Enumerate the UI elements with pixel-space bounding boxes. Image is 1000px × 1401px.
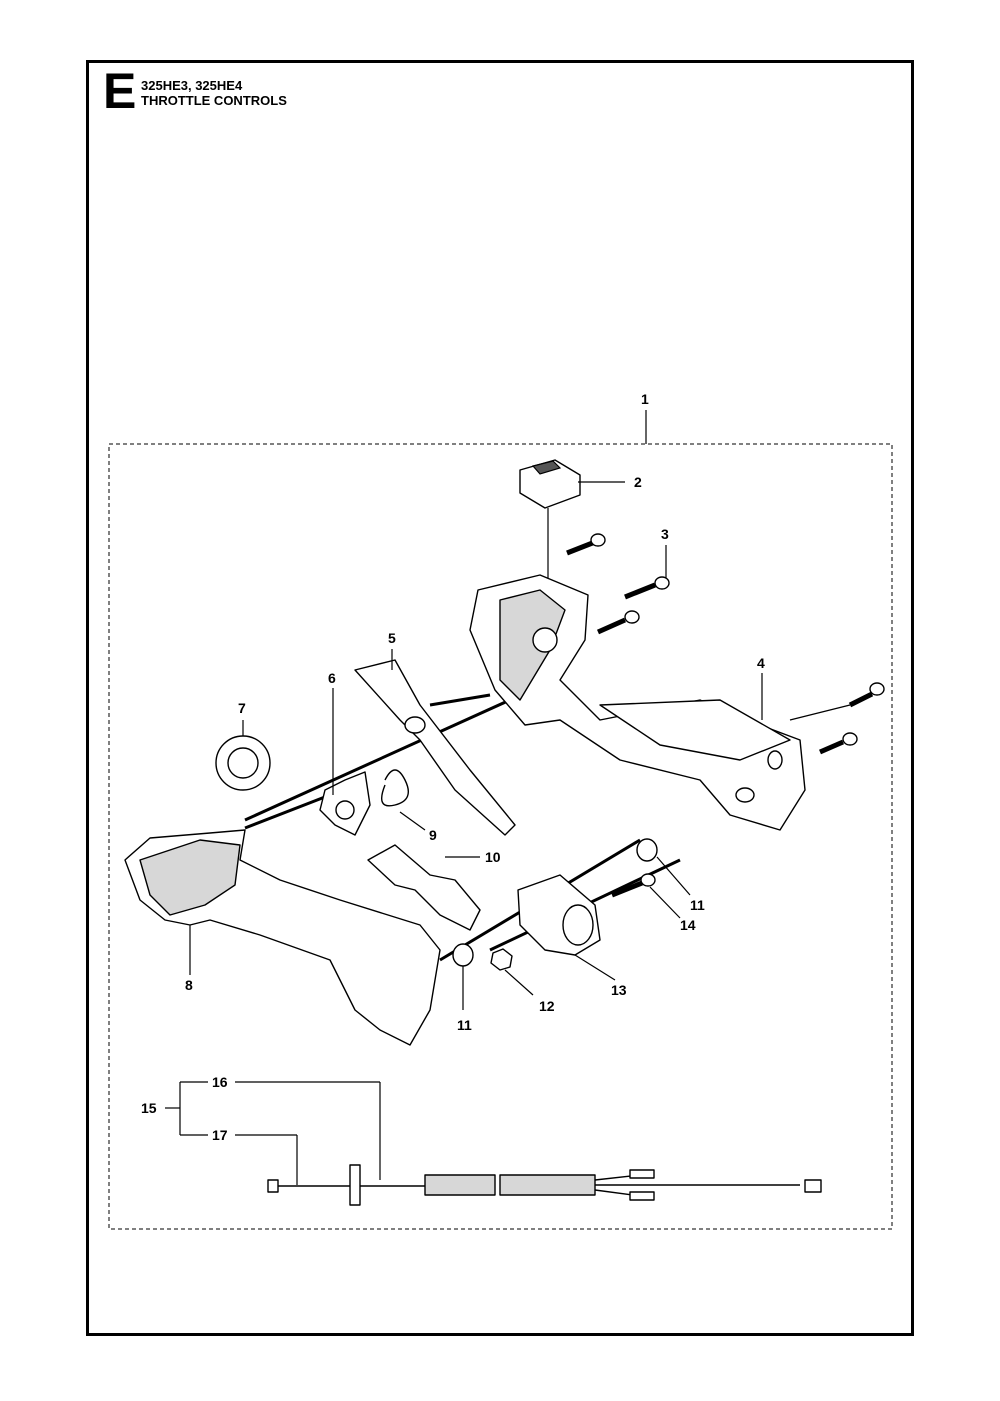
callout-4: 4 [757,655,765,671]
part-6-bracket [319,688,371,836]
callout-2: 2 [634,474,642,490]
callout-13: 13 [611,982,627,998]
part-13-clamp [517,874,616,981]
part-10-trigger [367,844,481,931]
part-2-switch [519,459,625,600]
callout-12: 12 [539,998,555,1014]
part-7-ring [215,720,271,791]
callout-16: 16 [212,1074,228,1090]
callout-7: 7 [238,700,246,716]
callout-labels: 1 2 3 4 5 6 7 8 9 10 11 11 12 13 14 15 1… [141,391,765,1143]
callout-3: 3 [661,526,669,542]
callout-6: 6 [328,670,336,686]
callout-10: 10 [485,849,501,865]
callout-11a: 11 [690,897,705,913]
part-5-lever [354,649,516,836]
part-9-spring [381,769,426,831]
callout-11b: 11 [457,1017,472,1033]
page-frame [86,60,914,1336]
callout-5: 5 [388,630,396,646]
callout-8: 8 [185,977,193,993]
callout-15: 15 [141,1100,157,1116]
part-8-grip [124,829,441,1046]
callout-14: 14 [680,917,696,933]
part-4-handle-half [469,574,806,831]
callout-9: 9 [429,827,437,843]
part-15-cable-harness [165,1081,822,1206]
callout-1: 1 [641,391,649,407]
part-11-bushings [452,838,691,1010]
part-12-nut [490,948,534,996]
part-14-bolt [611,873,681,919]
section-letter: E [103,63,137,119]
section-title: THROTTLE CONTROLS [141,93,287,108]
callout-17: 17 [212,1127,228,1143]
part-3-screws [566,533,885,755]
model-numbers: 325HE3, 325HE4 [141,78,243,93]
